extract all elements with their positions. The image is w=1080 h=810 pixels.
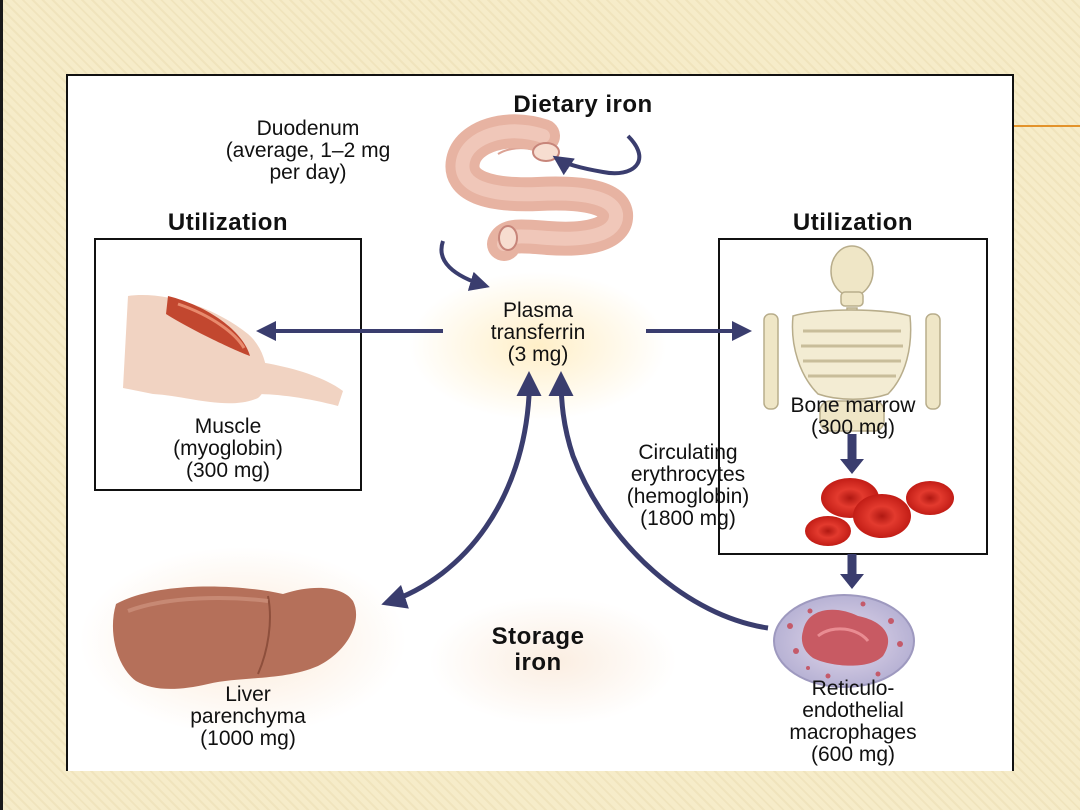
duodenum-label: Duodenum (average, 1–2 mg per day) xyxy=(158,118,458,184)
macrophage-icon xyxy=(773,594,915,688)
macrophages-line-4: (600 mg) xyxy=(810,743,896,766)
muscle-line-2: (myoglobin) xyxy=(173,437,283,460)
plasma-line-2: transferrin xyxy=(490,321,586,344)
liver-icon xyxy=(112,586,357,689)
bone-marrow-label: Bone marrow (300 mg) xyxy=(733,395,973,439)
bone-marrow-line-2: (300 mg) xyxy=(810,416,896,439)
storage-line-2: iron xyxy=(514,649,562,676)
erythrocytes-line-2: erythrocytes xyxy=(630,463,746,486)
bone-marrow-line-1: Bone marrow xyxy=(790,394,916,417)
duodenum-line-3: per day) xyxy=(269,161,347,184)
muscle-line-1: Muscle xyxy=(194,415,262,438)
storage-iron-label: Storage iron xyxy=(438,624,638,676)
plasma-line-1: Plasma xyxy=(502,299,574,322)
plasma-line-3: (3 mg) xyxy=(507,343,569,366)
dietary-iron-title: Dietary iron xyxy=(513,91,653,118)
macrophages-line-1: Reticulo- xyxy=(811,677,895,700)
skeleton-icon xyxy=(763,245,941,432)
utilization-right-heading: Utilization xyxy=(792,209,914,236)
erythrocytes-line-1: Circulating xyxy=(638,441,738,464)
macrophages-line-2: endothelial xyxy=(802,699,904,722)
macrophages-label: Reticulo- endothelial macrophages (600 m… xyxy=(733,678,973,766)
muscle-line-3: (300 mg) xyxy=(185,459,271,482)
liver-line-2: parenchyma xyxy=(190,705,306,728)
duodenum-line-1: Duodenum xyxy=(256,117,360,140)
iron-cycle-figure: Dietary iron Duodenum (average, 1–2 mg p… xyxy=(66,74,1014,771)
duodenum-line-2: (average, 1–2 mg xyxy=(225,139,391,162)
accent-line xyxy=(1012,125,1080,127)
liver-label: Liver parenchyma (1000 mg) xyxy=(128,684,368,750)
erythrocytes-line-4: (1800 mg) xyxy=(640,507,736,530)
liver-line-1: Liver xyxy=(225,683,271,706)
muscle-label: Muscle (myoglobin) (300 mg) xyxy=(108,416,348,482)
intestine-icon xyxy=(445,114,633,261)
diagram-artwork xyxy=(112,114,954,689)
utilization-left-heading: Utilization xyxy=(167,209,289,236)
storage-line-1: Storage xyxy=(491,623,585,650)
erythrocytes-line-3: (hemoglobin) xyxy=(626,485,750,508)
plasma-transferrin-label: Plasma transferrin (3 mg) xyxy=(453,300,623,366)
liver-line-3: (1000 mg) xyxy=(200,727,296,750)
erythrocytes-label: Circulating erythrocytes (hemoglobin) (1… xyxy=(583,442,793,530)
muscle-arm-icon xyxy=(123,295,343,406)
slide-edge xyxy=(0,0,3,810)
red-blood-cells-icon xyxy=(805,478,954,546)
macrophages-line-3: macrophages xyxy=(789,721,917,744)
